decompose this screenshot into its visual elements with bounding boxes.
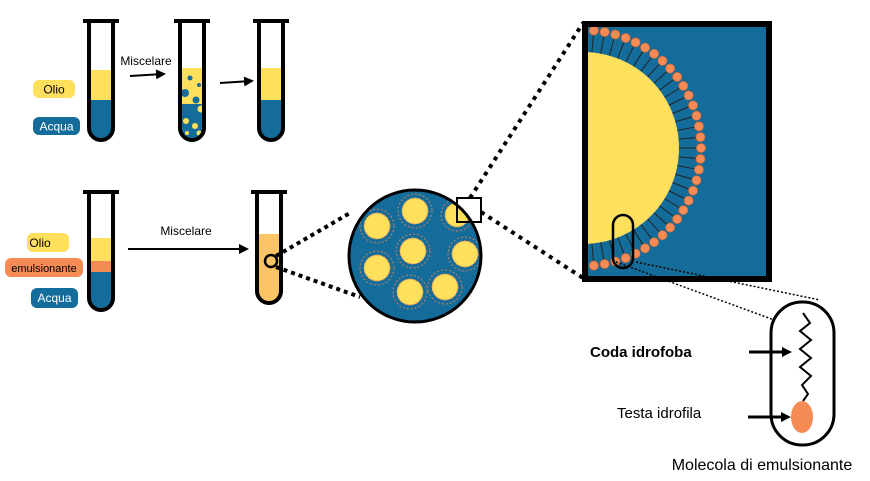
- single-molecule-highlight: [611, 213, 635, 270]
- water-label-text: Acqua: [39, 120, 73, 134]
- emulsifier-head: [694, 164, 704, 175]
- emulsifier-head: [694, 121, 704, 132]
- emulsifier-head: [649, 237, 660, 248]
- mix-label-1: Miscelare: [120, 54, 172, 68]
- emulsifier-head: [640, 243, 651, 254]
- emulsifier-head: [610, 29, 621, 40]
- emulsifier-molecule-callout: [769, 300, 836, 447]
- oil-label-text: Olio: [29, 236, 51, 250]
- zoom-line: [635, 261, 821, 301]
- emulsifier-label: emulsionante: [5, 258, 83, 277]
- emulsifier-head: [695, 132, 706, 143]
- emulsifier-head: [599, 259, 610, 269]
- emulsifier-head: [683, 195, 694, 206]
- emulsifier-head: [665, 63, 676, 74]
- oil-label-2: Olio: [27, 233, 69, 252]
- mix-arrow-1: [129, 69, 166, 80]
- emulsifier-head: [599, 27, 610, 37]
- emulsifier-head: [630, 37, 641, 48]
- zoom-focus-box: [456, 197, 482, 223]
- emulsifier-head: [657, 230, 668, 241]
- magnified-emulsion-view: [347, 188, 483, 324]
- zoom-focus-marker: [263, 253, 279, 269]
- zoom-line: [275, 265, 361, 299]
- emulsifier-head: [695, 153, 706, 164]
- molecule-caption: Molecola di emulsionante: [672, 457, 853, 474]
- water-label-2: Acqua: [31, 288, 78, 308]
- emulsifier-head: [696, 143, 706, 153]
- zoom-line: [479, 210, 585, 280]
- zoom-line: [468, 21, 585, 200]
- oil-layer: [89, 70, 113, 100]
- emulsifier-head: [657, 55, 668, 66]
- head-label: Testa idrofila: [617, 405, 702, 422]
- hydrophobic-tail-zigzag: [798, 312, 813, 402]
- emulsifier-head: [588, 260, 599, 271]
- zoom-line: [615, 261, 778, 322]
- emulsifier-head: [688, 100, 698, 111]
- emulsifier-head: [691, 110, 702, 121]
- emulsifier-head: [588, 25, 599, 36]
- mix-label-2: Miscelare: [160, 224, 212, 238]
- water-layer: [89, 100, 113, 140]
- emulsifier-head: [672, 71, 683, 82]
- tube-oil-water-after: [253, 19, 289, 142]
- tube-shaken-mixture: [174, 19, 210, 142]
- tail-label: Coda idrofoba: [590, 344, 692, 361]
- oil-label-text: Olio: [43, 83, 65, 97]
- emulsifier-head: [691, 175, 702, 186]
- tube-oil-emulsifier-water: [83, 190, 119, 312]
- droplet-interface-view: [582, 21, 772, 282]
- emulsifier-head: [678, 80, 689, 91]
- emulsifier-head: [688, 185, 698, 196]
- zoom-line: [274, 211, 352, 258]
- water-label-1: Acqua: [33, 117, 80, 135]
- oil-label-1: Olio: [33, 80, 75, 98]
- emulsifier-head: [683, 90, 694, 101]
- emulsifier-head: [620, 33, 631, 43]
- oil-droplet: [585, 52, 679, 244]
- tube-emulsion: [251, 190, 287, 305]
- hydrophilic-head: [791, 401, 813, 433]
- emulsifier-head: [640, 42, 651, 53]
- tube-oil-water-before: [83, 19, 119, 142]
- emulsifier-layer: [89, 261, 113, 272]
- water-label-text: Acqua: [37, 291, 71, 305]
- emulsifier-head: [672, 214, 683, 225]
- emulsifier-head: [620, 253, 631, 263]
- emulsifier-head: [665, 222, 676, 233]
- emulsifier-head: [649, 48, 660, 59]
- settle-arrow: [219, 76, 254, 87]
- emulsifier-label-text: emulsionante: [11, 263, 76, 275]
- emulsifier-head: [678, 205, 689, 216]
